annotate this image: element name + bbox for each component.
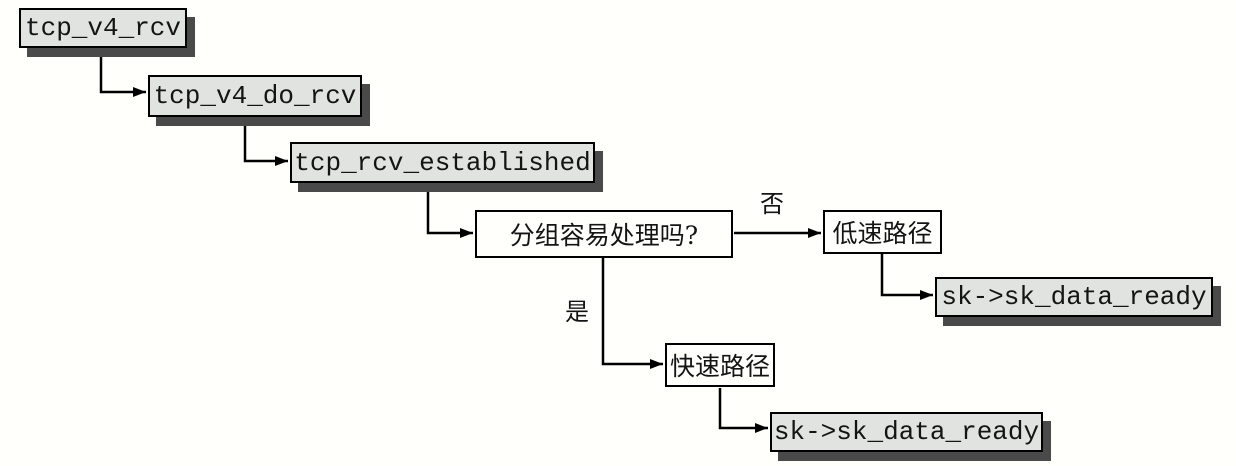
connector-decision-to-fast-path (601, 258, 663, 369)
node-sk-data-ready-slow: sk->sk_data_ready (935, 277, 1213, 317)
node-label: sk->sk_data_ready (773, 417, 1040, 447)
connector-tcp-v4-rcv-to-do-rcv (99, 48, 146, 97)
node-label: tcp_v4_rcv (24, 13, 182, 43)
node-decision-packet-easy: 分组容易处理吗? (475, 210, 733, 258)
node-label: tcp_v4_do_rcv (153, 81, 357, 111)
connector-established-to-decision (426, 183, 473, 238)
connector-slow-path-to-sk-data-ready (880, 254, 933, 300)
node-label: 低速路径 (832, 219, 933, 248)
node-fast-path: 快速路径 (665, 343, 775, 387)
node-label: sk->sk_data_ready (941, 282, 1207, 312)
node-tcp-v4-rcv: tcp_v4_rcv (19, 8, 187, 48)
edge-label-yes: 是 (565, 298, 589, 326)
node-tcp-rcv-established: tcp_rcv_established (290, 142, 595, 183)
edge-label-no: 否 (760, 190, 784, 218)
node-label: tcp_rcv_established (294, 147, 591, 178)
node-tcp-v4-do-rcv: tcp_v4_do_rcv (148, 75, 362, 117)
node-slow-path: 低速路径 (823, 210, 942, 254)
connector-do-rcv-to-established (243, 117, 288, 166)
node-label: 分组容易处理吗? (509, 221, 699, 250)
node-label: 快速路径 (669, 352, 770, 381)
connector-fast-path-to-sk-data-ready (718, 388, 768, 433)
node-sk-data-ready-fast: sk->sk_data_ready (770, 412, 1043, 452)
